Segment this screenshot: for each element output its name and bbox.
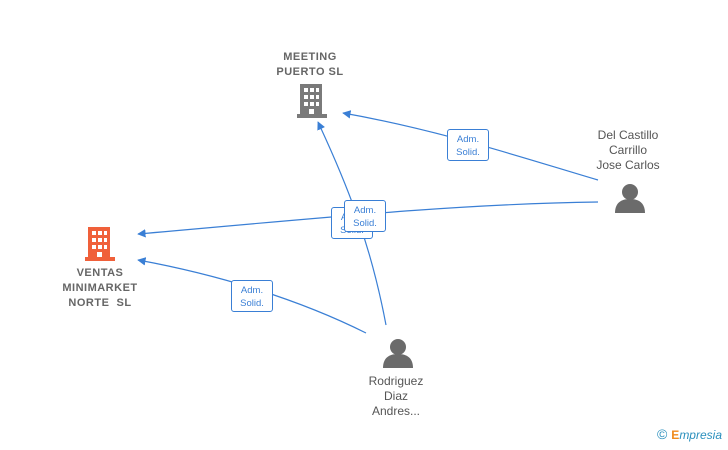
- company-label-meeting-puerto[interactable]: MEETING PUERTO SL: [262, 50, 358, 80]
- role-badge-line1: Adm.: [456, 134, 480, 145]
- label-line: VENTAS: [76, 267, 124, 279]
- label-line: Del Castillo: [597, 128, 659, 142]
- person-label-rodriguez[interactable]: Rodriguez Diaz Andres...: [346, 374, 446, 419]
- person-label-del-castillo[interactable]: Del Castillo Carrillo Jose Carlos: [578, 128, 678, 173]
- role-badge-line1: Adm.: [353, 205, 377, 216]
- brand-logo-initial: E: [671, 428, 680, 442]
- label-line: Andres...: [371, 404, 421, 418]
- label-line: Jose Carlos: [596, 158, 660, 172]
- role-badge-line2: Solid.: [353, 218, 377, 229]
- role-badge[interactable]: Adm. Solid.: [447, 129, 489, 161]
- label-line: Diaz: [383, 389, 408, 403]
- label-line: PUERTO SL: [276, 66, 344, 78]
- role-badge-line2: Solid.: [456, 147, 480, 158]
- role-badge-line2: Solid.: [240, 298, 264, 309]
- building-icon[interactable]: [297, 84, 327, 118]
- company-label-ventas-minimarket[interactable]: VENTAS MINIMARKET NORTE SL: [50, 266, 150, 311]
- label-line: MEETING: [283, 51, 337, 63]
- copyright-symbol: ©: [656, 426, 668, 442]
- building-icon[interactable]: [85, 227, 115, 261]
- role-badge[interactable]: Adm. Solid.: [344, 200, 386, 232]
- person-icon[interactable]: [383, 339, 413, 368]
- empresia-watermark: ©Empresia: [657, 426, 722, 442]
- role-badge-line1: Adm.: [240, 285, 264, 296]
- label-line: Rodriguez: [368, 374, 424, 388]
- brand-logo-text: mpresia: [679, 428, 722, 442]
- person-icon[interactable]: [615, 184, 645, 213]
- label-line: Carrillo: [608, 143, 647, 157]
- label-line: MINIMARKET: [62, 282, 138, 294]
- role-badge[interactable]: Adm. Solid.: [231, 280, 273, 312]
- label-line: NORTE SL: [68, 297, 132, 309]
